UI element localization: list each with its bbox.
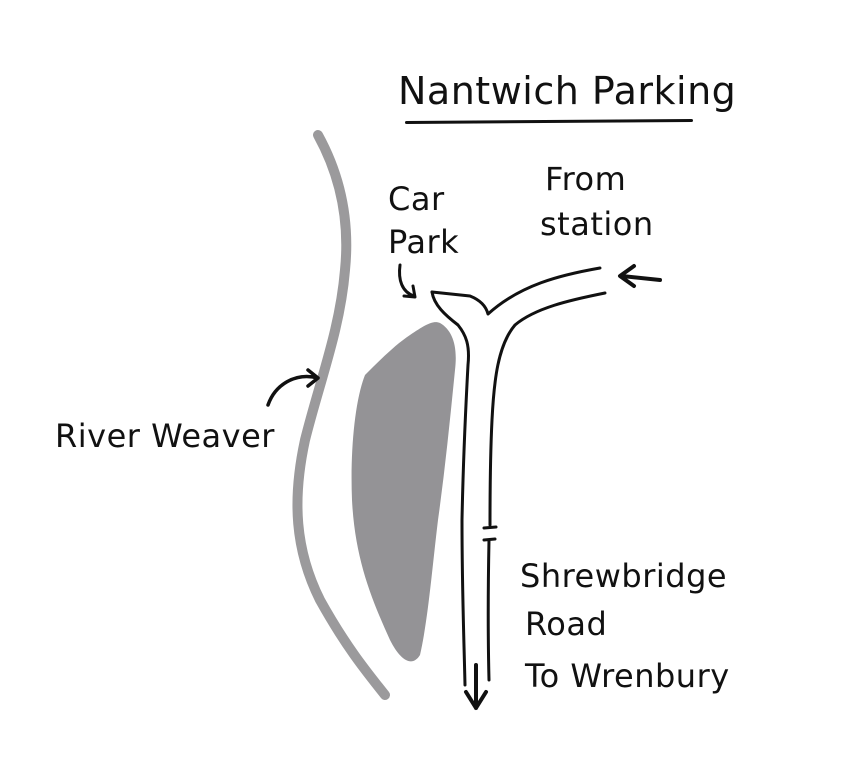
from-station-label-line2: station bbox=[540, 205, 654, 243]
car-park-area bbox=[351, 322, 456, 662]
car-park-arrow-icon bbox=[398, 263, 417, 299]
river-arrow-icon bbox=[266, 368, 320, 407]
car-park-label: Car bbox=[388, 180, 445, 218]
from-station-label: From bbox=[545, 160, 627, 198]
river-label: River Weaver bbox=[55, 417, 275, 455]
river-weaver bbox=[292, 130, 390, 700]
map-title: Nantwich Parking bbox=[398, 69, 737, 113]
from-station-arrow-icon bbox=[618, 264, 662, 288]
down-arrow-icon bbox=[464, 663, 488, 710]
road-right-edge bbox=[488, 291, 607, 527]
road-label-line2: Road bbox=[525, 605, 608, 643]
destination-label: To Wrenbury bbox=[525, 657, 730, 695]
car-park-entrance bbox=[430, 266, 602, 316]
road-right-edge-lower bbox=[482, 525, 498, 682]
car-park-label-line2: Park bbox=[388, 223, 460, 261]
road-left-edge bbox=[430, 290, 470, 687]
road-label: Shrewbridge bbox=[520, 557, 728, 595]
